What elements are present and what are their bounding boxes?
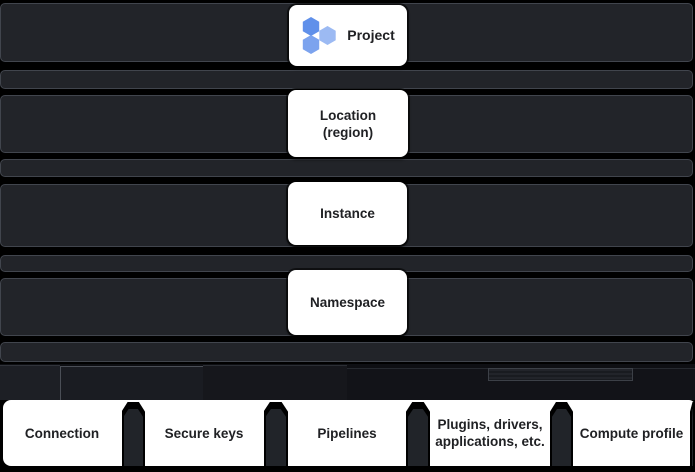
- child-node-pipelines: Pipelines: [288, 400, 406, 466]
- child-node-plugins: Plugins, drivers, applications, etc.: [430, 400, 550, 466]
- instance-node: Instance: [288, 182, 407, 245]
- band-spacer-2: [0, 159, 693, 177]
- hexagon-bottom-left: [303, 35, 320, 54]
- band-spacer-1: [0, 70, 693, 89]
- project-label: Project: [347, 27, 395, 43]
- shadow-rect-mid: [60, 366, 203, 400]
- hexagon-right: [319, 26, 336, 45]
- gap-divider-fill: [123, 409, 143, 466]
- location-node: Location (region): [288, 90, 408, 157]
- plugins-label-line1: Plugins, drivers,: [437, 417, 543, 432]
- shadow-rect-left: [0, 365, 60, 400]
- namespace-label: Namespace: [309, 295, 386, 310]
- gap-divider-fill: [408, 409, 428, 466]
- secure-keys-label: Secure keys: [164, 425, 244, 441]
- child-node-secure-keys: Secure keys: [145, 400, 263, 466]
- instance-label: Instance: [320, 206, 375, 221]
- gap-divider-3: [406, 402, 430, 466]
- project-node: Project: [289, 5, 407, 66]
- gap-divider-4: [550, 402, 573, 466]
- gap-divider-2: [263, 402, 288, 466]
- shadow-rect-right: [488, 368, 633, 381]
- gap-divider-1: [121, 402, 145, 466]
- band-bottom-scope: [0, 342, 693, 362]
- compute-profile-label: Compute profile: [579, 425, 684, 441]
- location-label-line1: Location: [319, 107, 377, 123]
- shadow-rect-center: [203, 365, 347, 400]
- hexagon-cluster-icon: [301, 17, 338, 54]
- child-node-connection: Connection: [3, 400, 121, 466]
- namespace-node: Namespace: [288, 270, 407, 335]
- connection-label: Connection: [24, 425, 100, 441]
- gap-divider-right-edge: [690, 402, 695, 466]
- gap-divider-fill: [692, 409, 693, 466]
- plugins-label-line2: applications, etc.: [435, 434, 545, 449]
- child-node-compute-profile: Compute profile: [573, 400, 690, 466]
- location-label-line2: (region): [322, 124, 374, 140]
- gap-divider-fill: [552, 409, 571, 466]
- pipelines-label: Pipelines: [317, 425, 377, 441]
- namespace-children-row: Connection Secure keys Pipelines Plugins…: [3, 400, 695, 466]
- gap-divider-fill: [265, 409, 286, 466]
- hexagon-top-left: [303, 17, 320, 36]
